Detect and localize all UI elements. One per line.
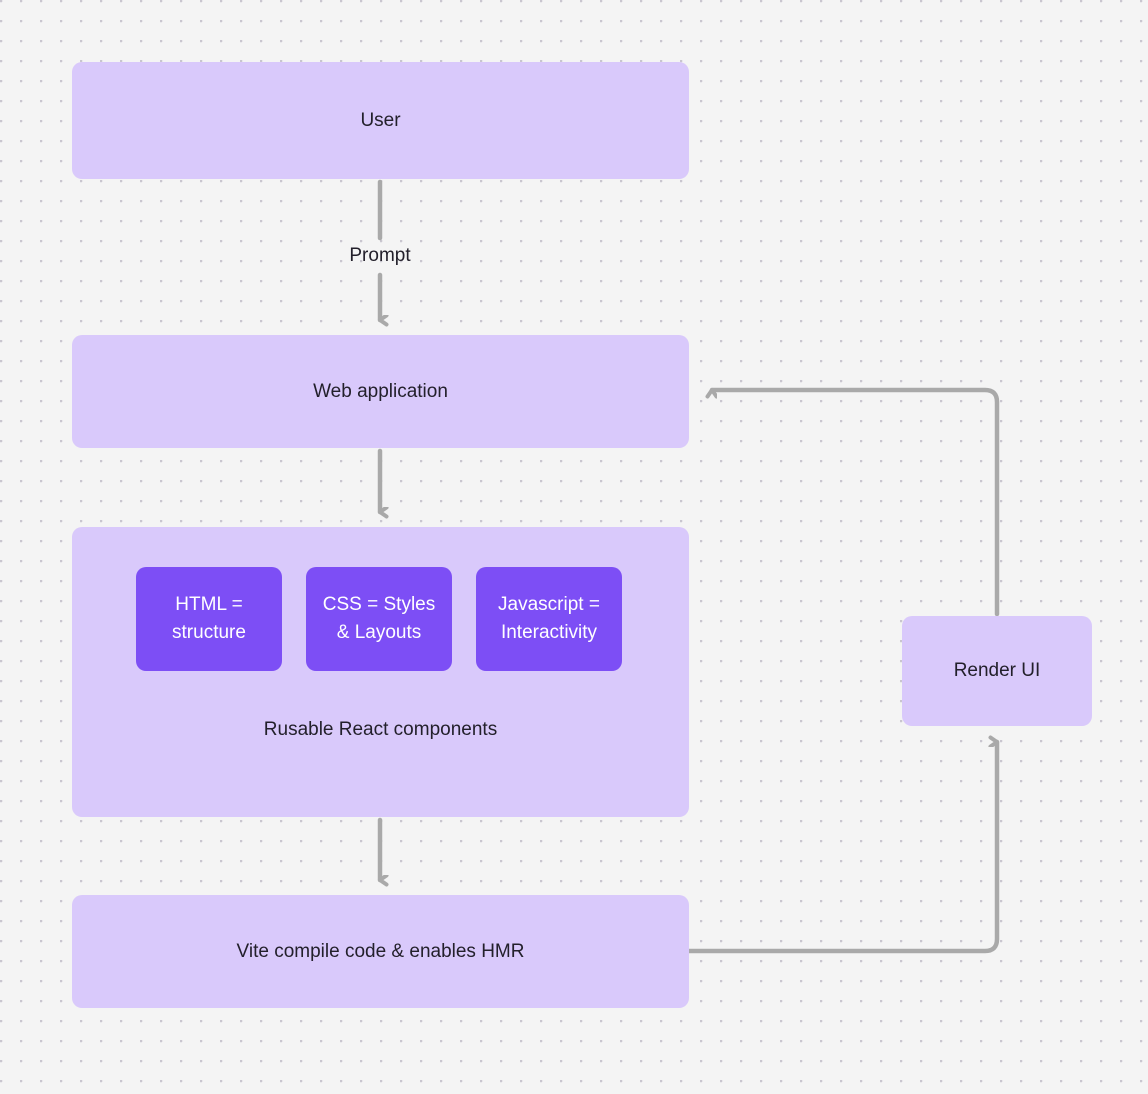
inner-node-css-line2: & Layouts	[336, 622, 422, 643]
inner-node-css-line1: CSS = Styles	[322, 594, 436, 616]
node-render-ui[interactable]: Render UI	[902, 616, 1092, 726]
node-vite[interactable]: Vite compile code & enables HMR	[72, 895, 689, 1008]
inner-node-javascript-line1: Javascript =	[498, 594, 600, 616]
node-web-application[interactable]: Web application	[72, 335, 689, 448]
node-user-label: User	[360, 109, 401, 131]
node-react-components-caption: Rusable React components	[263, 719, 498, 740]
node-web-application-label: Web application	[313, 380, 448, 402]
inner-node-javascript[interactable]: Javascript = Interactivity	[476, 567, 622, 671]
node-user[interactable]: User	[72, 62, 689, 179]
inner-node-html[interactable]: HTML = structure	[136, 567, 282, 671]
inner-node-html-line1: HTML =	[175, 594, 243, 616]
node-vite-label: Vite compile code & enables HMR	[236, 940, 525, 962]
inner-node-javascript-line2: Interactivity	[500, 622, 598, 643]
edge-label-prompt: Prompt	[349, 245, 411, 266]
inner-node-html-label: HTML = structure	[172, 591, 246, 646]
edge-render-to-webapp	[712, 387, 1000, 617]
inner-node-css-label: CSS = Styles & Layouts	[323, 591, 435, 646]
inner-node-css[interactable]: CSS = Styles & Layouts	[306, 567, 452, 671]
edge-vite-to-render	[686, 742, 1000, 954]
inner-node-html-line2: structure	[172, 622, 246, 643]
node-render-ui-label: Render UI	[953, 660, 1041, 682]
node-react-components-group[interactable]: HTML = structure CSS = Styles & Layouts …	[72, 527, 689, 817]
inner-node-javascript-label: Javascript = Interactivity	[498, 591, 600, 646]
